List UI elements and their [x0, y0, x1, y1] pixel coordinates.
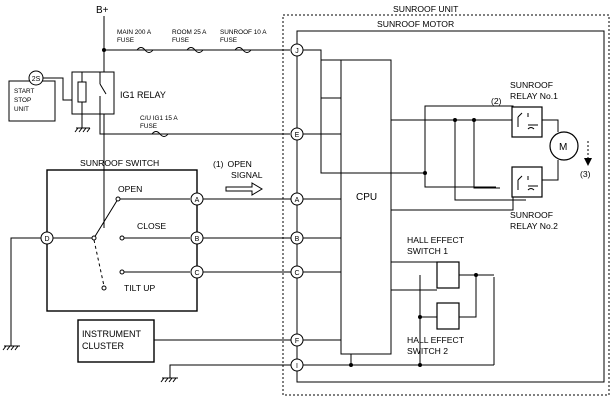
- ig1-relay-box: [71, 71, 115, 115]
- connector-pin-B-unit: B: [290, 231, 304, 245]
- switch-pin-B: B: [190, 231, 204, 245]
- room-fuse-symbol: [186, 47, 204, 53]
- switch-tilt-up-label: TILT UP: [124, 283, 155, 293]
- svg-text:A: A: [295, 197, 300, 204]
- svg-text:F: F: [295, 338, 299, 345]
- svg-text:E: E: [295, 132, 300, 139]
- cpu-block: [340, 59, 392, 355]
- hall-effect-switch-2: [436, 302, 460, 330]
- instrument-cluster-box: [77, 319, 155, 363]
- connector-pin-J: J: [290, 43, 304, 57]
- connector-pin-I: I: [290, 358, 304, 372]
- svg-text:D: D: [44, 236, 49, 243]
- connector-pin-A-unit: A: [290, 192, 304, 206]
- switch-pin-C: C: [190, 265, 204, 279]
- svg-text:J: J: [295, 48, 299, 55]
- switch-close-label: CLOSE: [137, 221, 166, 231]
- svg-text:I: I: [296, 363, 298, 370]
- svg-text:B: B: [195, 236, 200, 243]
- sunroof-fuse-symbol: [234, 47, 252, 53]
- hall-effect-switch-1: [436, 261, 460, 289]
- relay-1-number: (2): [491, 96, 502, 106]
- ig1-relay-label: IG1 RELAY: [120, 90, 166, 100]
- cpu-label: CPU: [356, 192, 377, 203]
- sunroof-relay-2: [511, 166, 543, 198]
- sunroof-unit-label: SUNROOF UNIT: [393, 4, 459, 14]
- svg-text:C: C: [294, 270, 299, 277]
- sunroof-switch-title: SUNROOF SWITCH: [80, 158, 159, 168]
- sunroof-motor-boundary: [296, 30, 605, 383]
- b-plus-label: B+: [96, 5, 109, 16]
- svg-text:B: B: [295, 236, 300, 243]
- svg-text:C: C: [194, 270, 199, 277]
- svg-text:2S: 2S: [32, 76, 41, 83]
- svg-text:M: M: [559, 142, 567, 153]
- sunroof-motor-label: SUNROOF MOTOR: [377, 19, 454, 29]
- switch-open-label: OPEN: [118, 184, 142, 194]
- sunroof-relay-1: [511, 106, 543, 138]
- svg-text:A: A: [195, 197, 200, 204]
- open-signal-arrow: [225, 182, 263, 196]
- connector-pin-E: E: [290, 127, 304, 141]
- start-stop-unit-box: [8, 80, 56, 122]
- switch-pin-A: A: [190, 192, 204, 206]
- main-fuse-symbol: [136, 47, 154, 53]
- switch-pin-D: D: [40, 231, 54, 245]
- sunroof-motor-symbol: [549, 131, 579, 161]
- connector-pin-F: F: [290, 333, 304, 347]
- sunroof-unit-boundary: [282, 14, 610, 396]
- cu-ig1-fuse-symbol: [151, 131, 169, 137]
- motor-number: (3): [580, 169, 591, 179]
- connector-pin-C-unit: C: [290, 265, 304, 279]
